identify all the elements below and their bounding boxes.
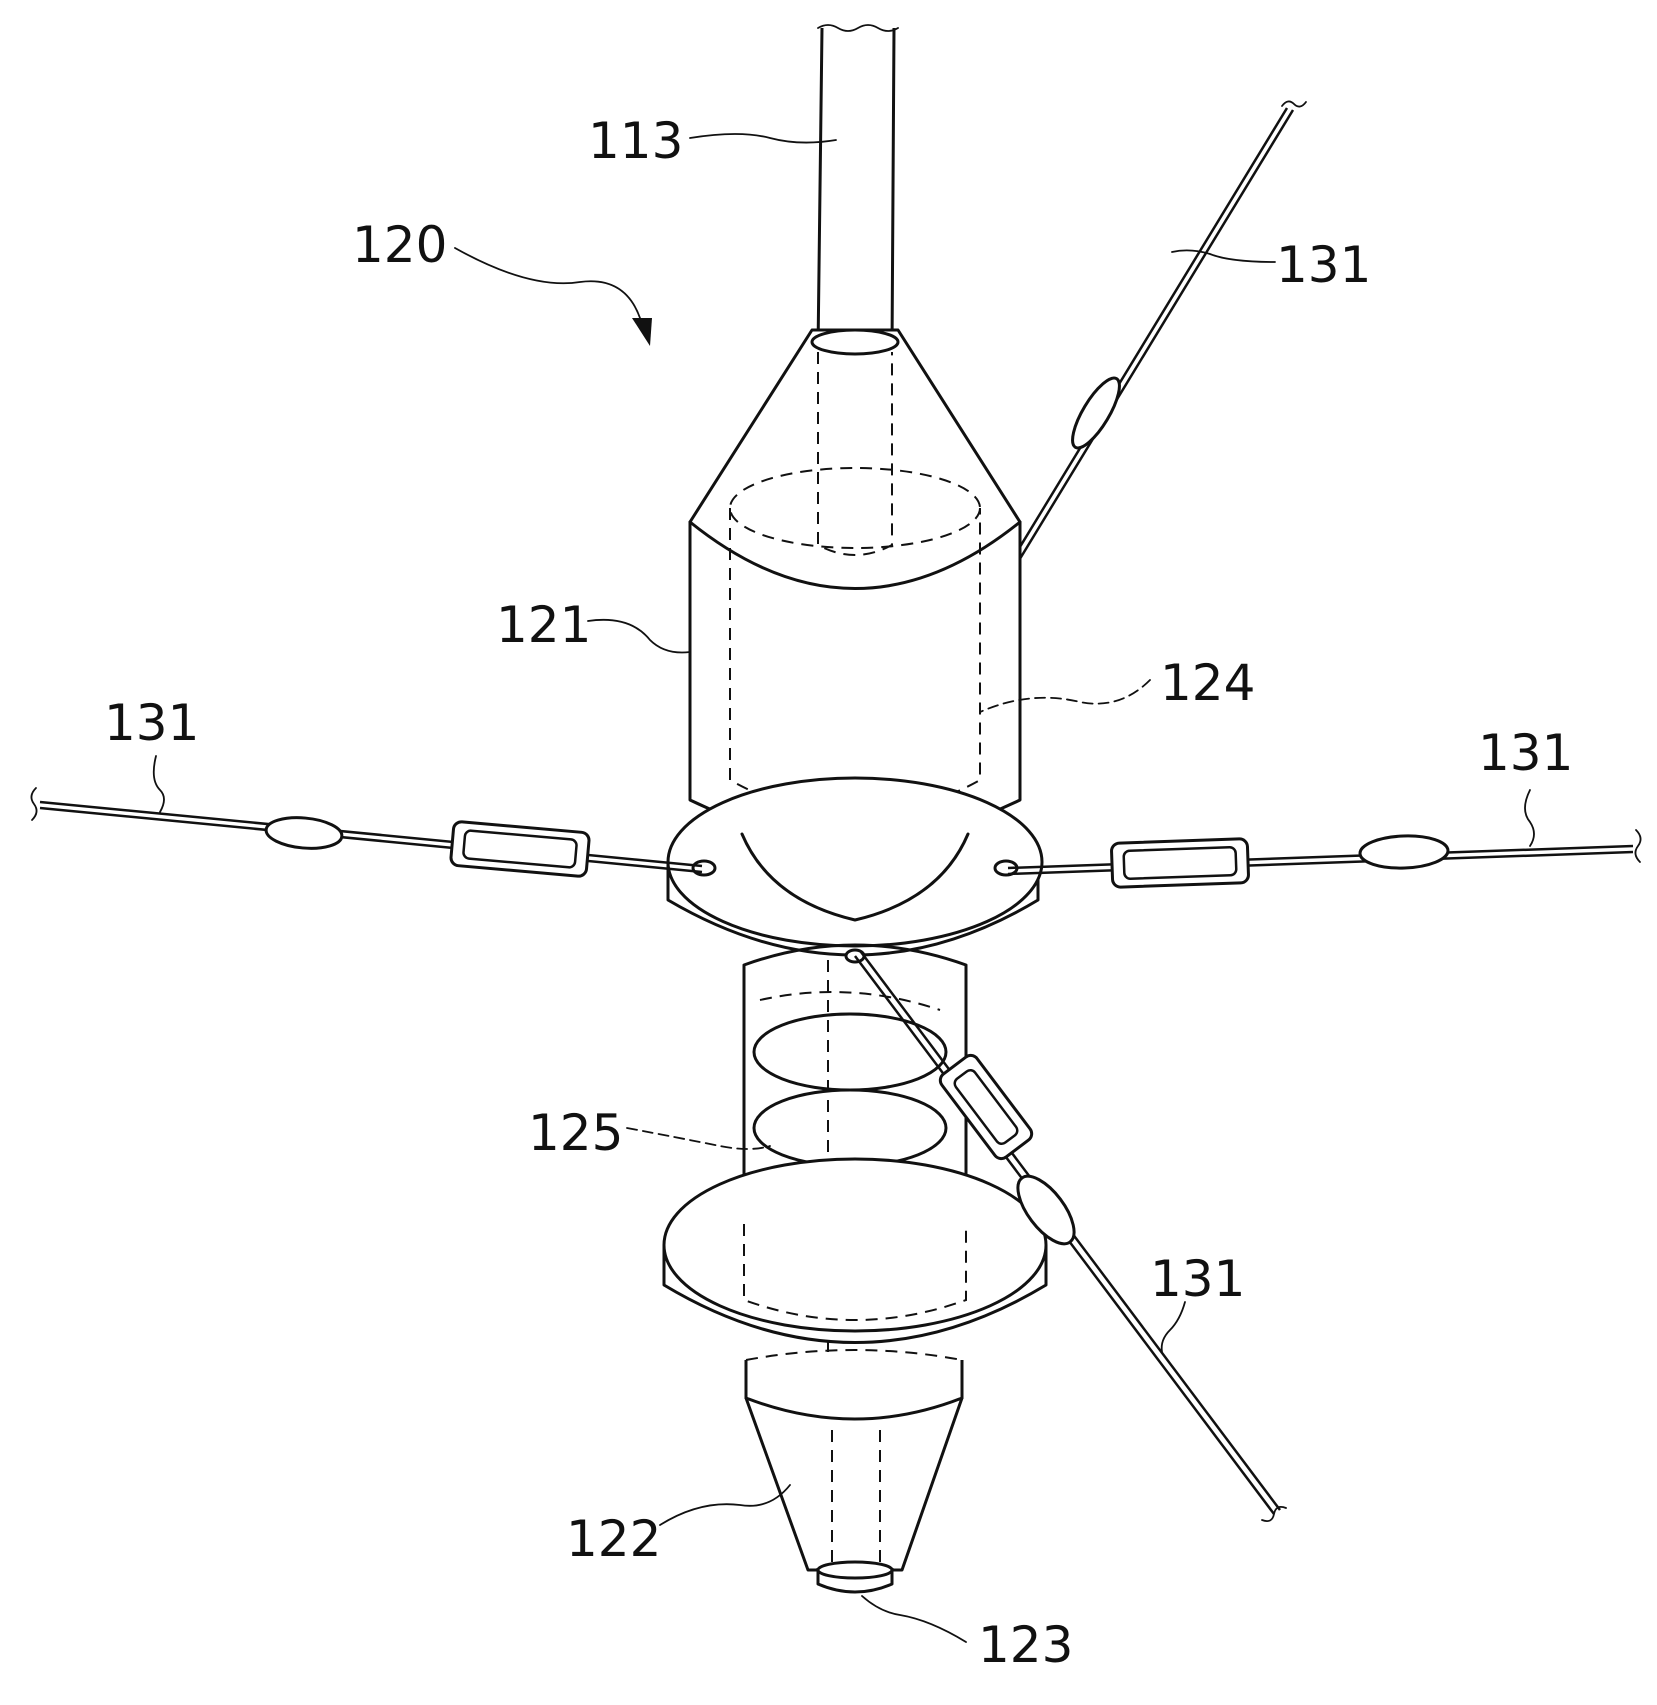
lower-flange — [662, 1157, 1048, 1344]
label-122: 122 — [566, 1510, 661, 1568]
tether-cable-right — [1007, 829, 1642, 889]
label-120: 120 — [352, 216, 447, 274]
label-121: 121 — [496, 596, 591, 654]
label-131-right: 131 — [1478, 724, 1573, 782]
reference-labels: 113 120 131 121 124 131 131 125 131 122 … — [104, 112, 1573, 1674]
tip-123 — [816, 1560, 894, 1594]
tether-cable-bottom-right — [854, 951, 1287, 1523]
arrow-head-icon — [632, 318, 652, 346]
tether-cable-left — [30, 787, 703, 878]
label-125: 125 — [528, 1104, 623, 1162]
upper-body-121 — [688, 328, 1022, 842]
leader-lines — [152, 133, 1535, 1643]
label-131-bottom-right: 131 — [1150, 1250, 1245, 1308]
label-131-top-right: 131 — [1276, 236, 1371, 294]
rope-113 — [816, 24, 899, 352]
label-131-left: 131 — [104, 694, 199, 752]
tether-cable-top-right — [1010, 100, 1307, 563]
bottom-weight-122 — [744, 1349, 964, 1594]
label-113: 113 — [588, 112, 683, 170]
label-124: 124 — [1160, 654, 1255, 712]
label-123: 123 — [978, 1616, 1073, 1674]
upper-flange — [666, 776, 1044, 964]
